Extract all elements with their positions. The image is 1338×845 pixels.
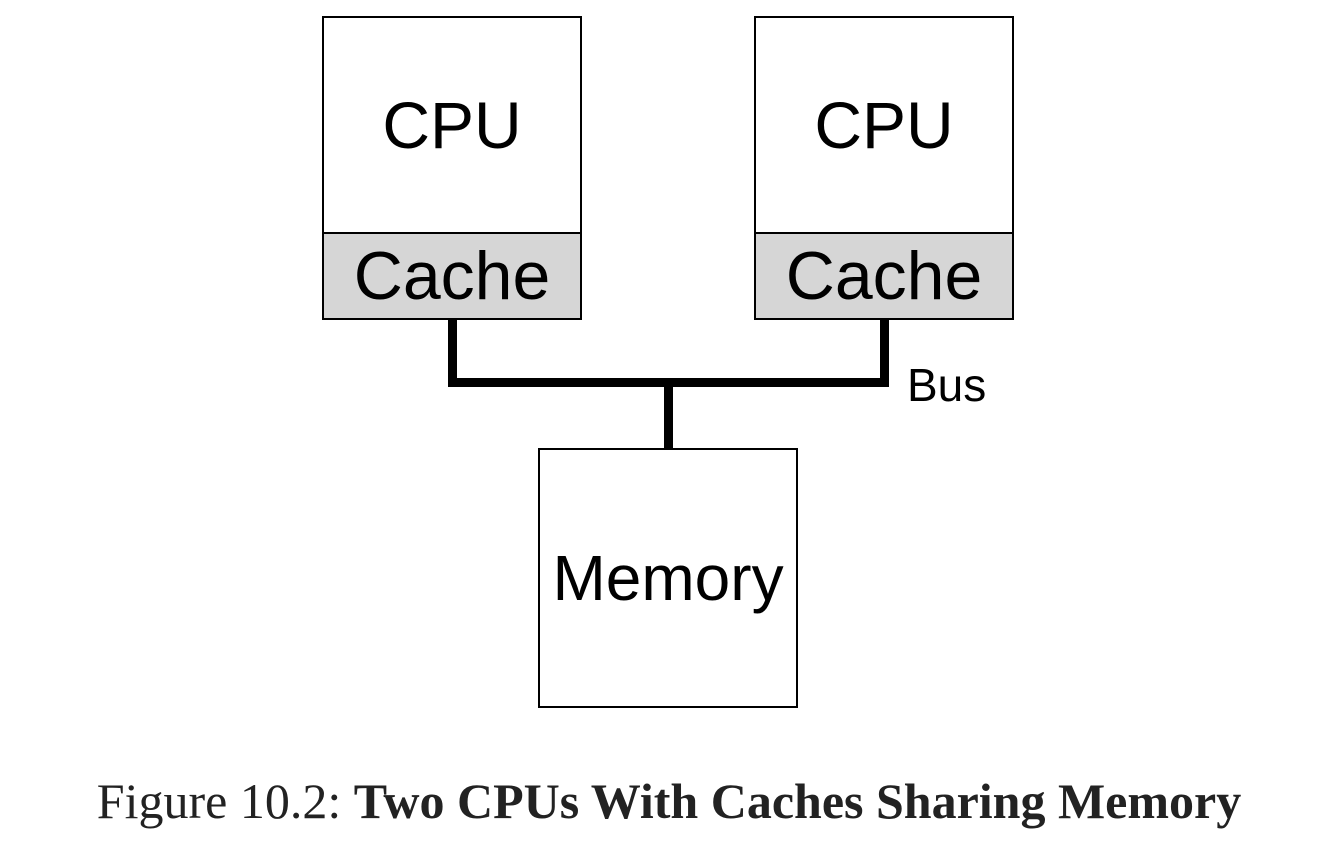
figure-caption: Figure 10.2: Two CPUs With Caches Sharin… — [0, 776, 1338, 826]
bus-connector-left — [448, 320, 457, 387]
memory-label: Memory — [552, 542, 784, 614]
memory-box: Memory — [538, 448, 798, 708]
cpu-box-right: CPU — [754, 16, 1014, 234]
cache-box-left: Cache — [322, 232, 582, 320]
cpu-label-left: CPU — [382, 88, 522, 162]
caption-title: Two CPUs With Caches Sharing Memory — [353, 773, 1242, 829]
cache-label-right: Cache — [785, 238, 983, 314]
bus-label: Bus — [907, 359, 987, 411]
bus-connector-right — [880, 320, 889, 387]
cache-label-left: Cache — [353, 238, 551, 314]
cpu-box-left: CPU — [322, 16, 582, 234]
bus-connector-memory — [664, 378, 673, 450]
caption-prefix: Figure 10.2: — [96, 773, 342, 829]
cpu-label-right: CPU — [814, 88, 954, 162]
cache-box-right: Cache — [754, 232, 1014, 320]
